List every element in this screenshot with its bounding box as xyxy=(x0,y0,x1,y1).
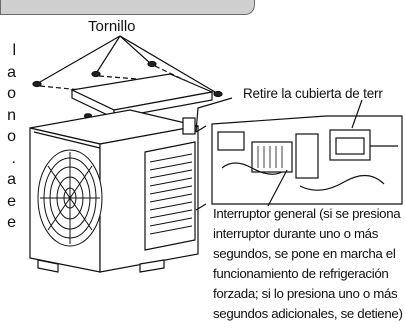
remove-cover-callout: Retire la cubierta de terr xyxy=(243,86,383,101)
cover-leader xyxy=(195,97,233,133)
switch-detail xyxy=(195,99,403,211)
note-line: Interruptor general (si se presiona xyxy=(213,206,401,221)
note-line: interruptor durante uno o más xyxy=(213,226,379,241)
left-letter: n xyxy=(7,106,16,124)
left-letter: o xyxy=(7,85,16,102)
note-line: segundos adicionales, se detiene) xyxy=(213,306,403,321)
left-letter: e xyxy=(7,214,16,231)
note-line: funcionamiento de refrigeración xyxy=(213,266,389,281)
cover-panel xyxy=(70,73,215,119)
left-letter: a xyxy=(7,171,16,188)
fan-grille xyxy=(37,149,103,247)
left-letter: o xyxy=(7,128,16,145)
note-line: segundos, se pone en marcha el xyxy=(213,246,396,261)
left-letter: l xyxy=(12,42,16,59)
screw-leader-lines xyxy=(39,35,216,93)
left-letter: a xyxy=(7,63,16,81)
section-header-bar xyxy=(0,0,255,15)
screw-callout-label: Tornillo xyxy=(88,18,136,35)
left-column-text: l a o n o . a e e xyxy=(0,40,16,234)
switch-note: Interruptor general (si se presiona inte… xyxy=(213,204,405,336)
side-louvers xyxy=(149,153,193,235)
left-letter: . xyxy=(11,149,16,167)
left-letter: e xyxy=(7,192,16,210)
note-line: forzada; si lo presiona uno o más xyxy=(213,286,398,301)
